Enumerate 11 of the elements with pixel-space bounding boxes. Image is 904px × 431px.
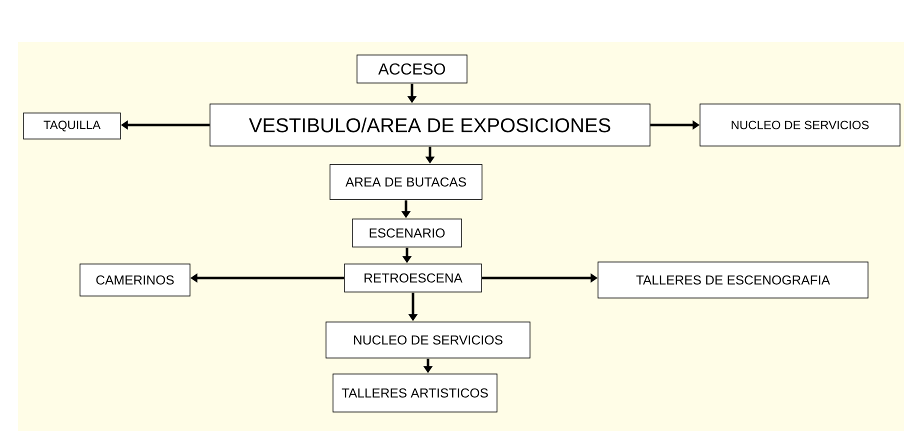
- room-box: AREA DE BUTACAS: [330, 164, 482, 200]
- room-box: ACCESO: [356, 54, 468, 84]
- room-box: ESCENARIO: [352, 218, 462, 248]
- room-box: RETROESCENA: [344, 264, 482, 292]
- room-box: TALLERES ARTISTICOS: [332, 374, 498, 412]
- room-box: NUCLEO DE SERVICIOS: [326, 322, 530, 358]
- room-box: CAMERINOS: [80, 264, 190, 296]
- room-box: TALLERES DE ESCENOGRAFIA: [598, 262, 868, 298]
- room-box: VESTIBULO/AREA DE EXPOSICIONES: [210, 104, 650, 146]
- room-box: TAQUILLA: [23, 112, 121, 140]
- room-box: NUCLEO DE SERVICIOS: [700, 104, 900, 146]
